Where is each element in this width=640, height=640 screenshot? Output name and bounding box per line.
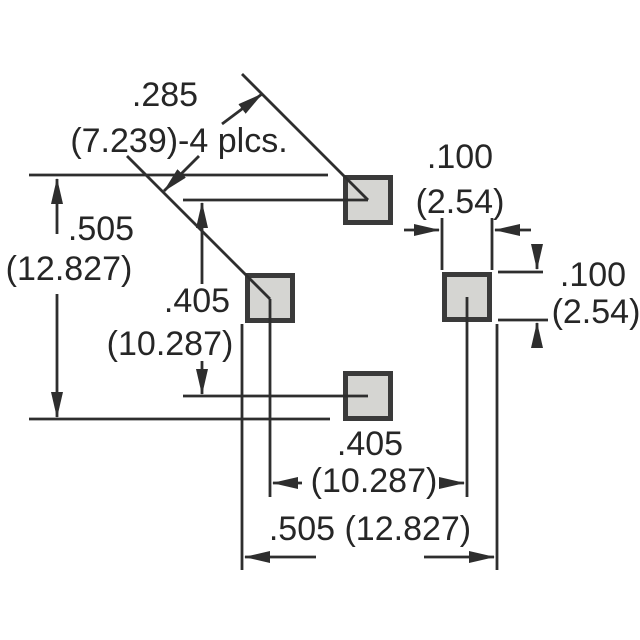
dim-vertical-pitch: .405 (10.287) [107,198,368,398]
label-pad-height-inches: .100 [560,256,626,294]
label-pad-diagonal-note: (7.239)-4 plcs. [70,122,287,160]
dim-horizontal-outer: .505 (12.827) [240,324,499,570]
label-pad-width-inches: .100 [427,138,493,176]
diagonal-centerline-top [241,73,369,201]
dim-horizontal-pitch: .405 (10.287) [268,297,469,500]
dim-pad-height: .100 (2.54) [498,244,640,348]
label-vertical-outer-inches: .505 [68,210,134,248]
dim-pad-width: .100 (2.54) [404,138,531,270]
label-pad-height-mm: (2.54) [552,293,640,331]
dim-vertical-outer: .505 (12.827) [6,173,330,421]
leader-arrow-285 [221,92,263,126]
label-vertical-pitch-mm: (10.287) [107,325,234,363]
label-pad-width-mm: (2.54) [416,183,505,221]
label-pad-diagonal-inches: .285 [132,76,198,114]
label-vertical-pitch-inches: .405 [164,282,230,320]
label-horizontal-pitch-mm: (10.287) [311,462,438,500]
leader-arrow-4plcs [163,155,200,192]
label-horizontal-pitch-inches: .405 [337,425,403,463]
label-horizontal-outer: .505 (12.827) [269,510,471,548]
label-vertical-outer-mm: (12.827) [6,250,133,288]
